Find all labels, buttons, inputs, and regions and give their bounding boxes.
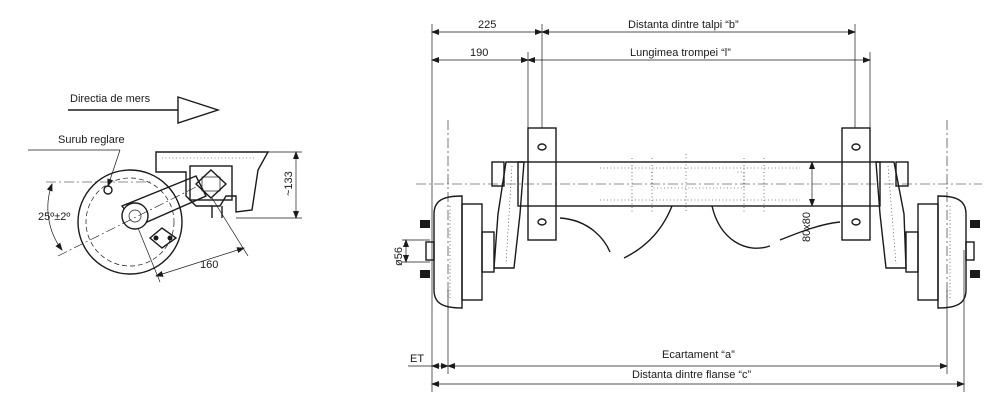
left-shaft-end xyxy=(425,241,435,261)
right-hub-body xyxy=(917,203,939,301)
drum-inner-circle xyxy=(85,177,175,267)
shaft-dim: ø56 xyxy=(393,247,405,266)
tube-section-inner xyxy=(194,169,228,199)
stub-axle-center xyxy=(128,209,142,223)
right-shaft-end xyxy=(965,241,975,261)
adjust-bolt-label: Surub reglare xyxy=(58,134,125,146)
flange-bolt-right xyxy=(167,235,173,241)
height-dim: ~133 xyxy=(283,171,295,196)
right-stud-top xyxy=(970,220,980,228)
left-arm-cap xyxy=(491,161,505,187)
adjust-bolt-circle xyxy=(103,185,113,195)
dim-190: 190 xyxy=(470,47,488,59)
arm-ext-2 xyxy=(211,197,249,257)
dim-225: 225 xyxy=(478,19,496,31)
arm-dim: 160 xyxy=(200,259,218,271)
left-brake-drum xyxy=(433,195,463,309)
direction-label: Directia de mers xyxy=(70,93,151,105)
cable-left-lower xyxy=(623,205,673,259)
right-hub-neck xyxy=(905,231,919,273)
tube-section-outer xyxy=(189,165,233,201)
left-stud-top xyxy=(420,220,430,228)
side-view: Directia de mers Surub reglare 25º±2º xyxy=(28,93,302,283)
right-brake-drum xyxy=(937,195,967,309)
flange-label: Distanta dintre flanse “c” xyxy=(632,369,752,381)
left-stud-bottom xyxy=(420,270,430,278)
track-label: Ecartament “a” xyxy=(662,349,735,361)
left-pad-hole-top xyxy=(537,143,547,151)
left-hub-body xyxy=(461,203,483,301)
spring-spacing-label: Distanta dintre talpi “b” xyxy=(628,19,739,31)
right-pad-hole-top xyxy=(851,143,861,151)
et-label: ET xyxy=(410,353,424,365)
tube-length-label: Lungimea trompei “l” xyxy=(630,47,731,59)
right-arm-hatch xyxy=(887,165,897,265)
front-view: 225 Distanta dintre talpi “b” 190 Lungim… xyxy=(393,19,982,392)
adjust-bolt-leader xyxy=(107,149,121,187)
flange-bolt-left xyxy=(153,235,159,241)
tube-section-dim: 80x80 xyxy=(801,212,813,242)
drum-outer-circle xyxy=(77,169,183,275)
angle-arc xyxy=(46,183,63,251)
right-arm-cap xyxy=(895,161,909,187)
angle-ref-line-2 xyxy=(57,185,199,257)
mounting-bracket xyxy=(155,151,270,213)
direction-arrow-icon xyxy=(177,96,221,124)
arm-dim-line xyxy=(155,247,245,277)
left-arm-hatch xyxy=(505,165,513,265)
cable-right-lower xyxy=(711,205,771,249)
right-pad-hole-bottom xyxy=(851,218,861,226)
flange-plate xyxy=(148,227,178,249)
tube-section-core xyxy=(201,176,221,192)
left-swing-arm xyxy=(493,161,525,269)
tube-hidden-loop xyxy=(651,171,745,189)
cable-left-upper xyxy=(559,217,611,253)
left-spring-pad xyxy=(527,127,557,241)
right-spring-pad xyxy=(841,127,871,241)
left-pad-hole-bottom xyxy=(537,218,547,226)
left-hub-neck xyxy=(481,231,495,273)
angle-label: 25º±2º xyxy=(38,211,70,223)
stub-axle-hub xyxy=(121,202,149,230)
cable-right-upper xyxy=(779,221,841,241)
right-stud-bottom xyxy=(970,270,980,278)
